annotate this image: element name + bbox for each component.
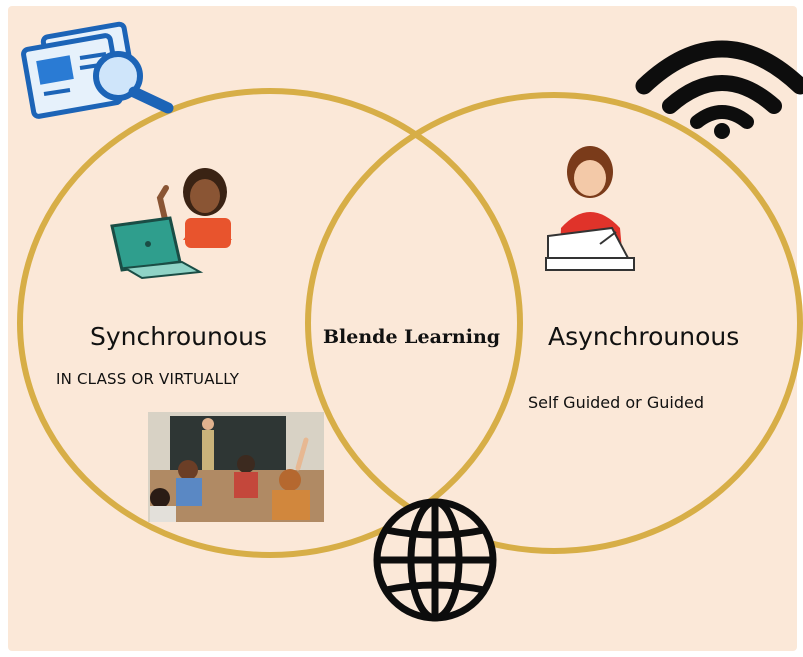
synchronous-title: Synchrounous	[90, 322, 267, 351]
globe-icon	[373, 498, 497, 622]
browser-search-icon	[21, 21, 174, 119]
wifi-icon	[635, 40, 803, 139]
left-circle-ring	[17, 88, 523, 558]
student-writing-icon	[545, 146, 635, 271]
blended-learning-title: Blende Learning	[323, 326, 501, 348]
asynchronous-subtitle: Self Guided or Guided	[528, 393, 704, 412]
classroom-photo	[148, 412, 324, 522]
student-laptop-icon	[110, 168, 232, 280]
asynchronous-title: Asynchrounous	[548, 322, 740, 351]
synchronous-subtitle: IN CLASS OR VIRTUALLY	[56, 370, 240, 388]
right-circle-ring	[305, 92, 803, 554]
venn-rings	[17, 88, 803, 558]
